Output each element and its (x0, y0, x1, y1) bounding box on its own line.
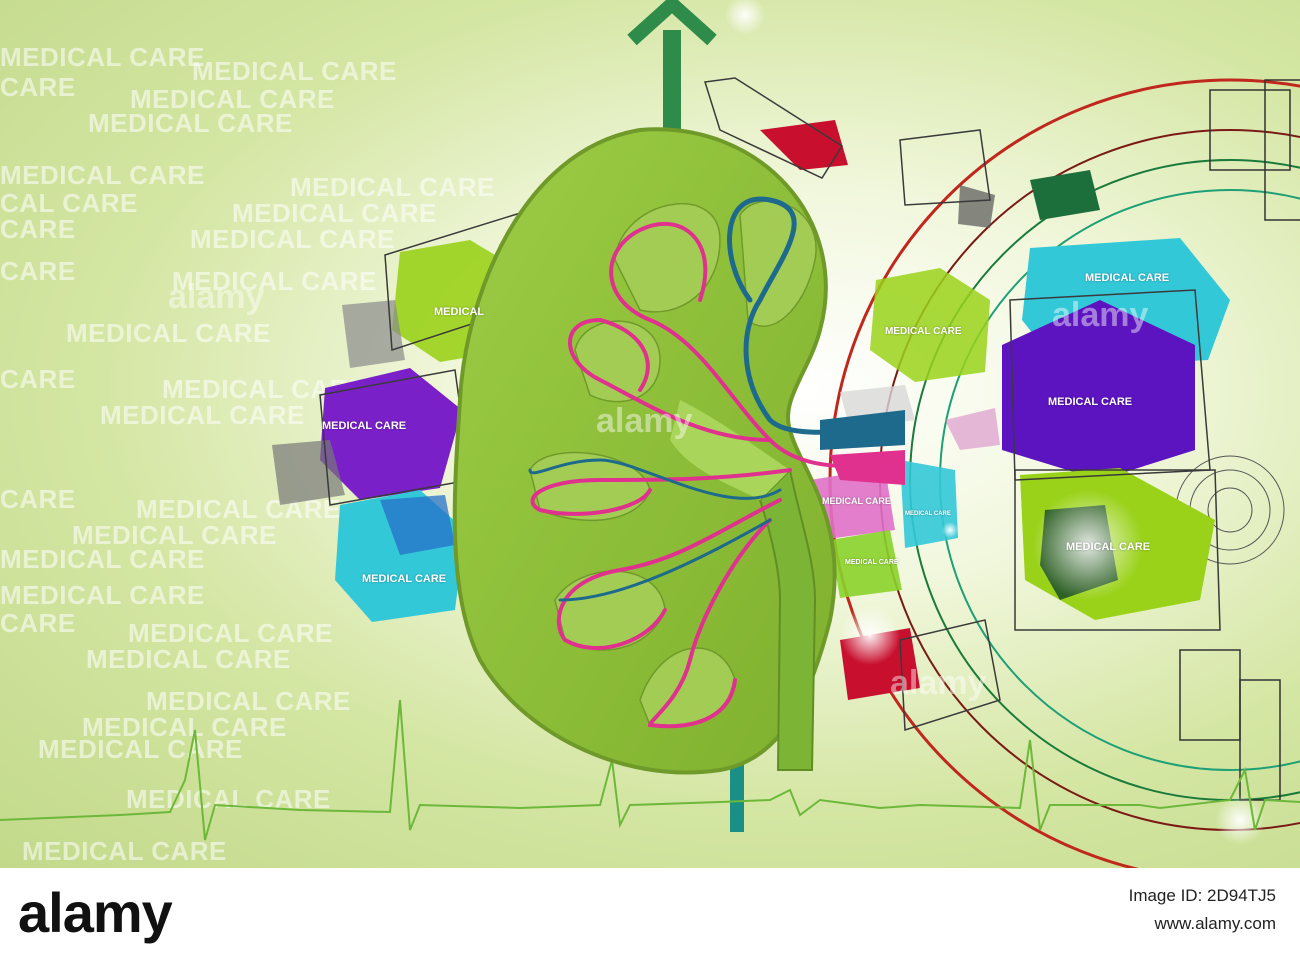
hex-label: MEDICAL CARE (322, 420, 407, 432)
background-word: MEDICAL CARE (190, 224, 395, 254)
background-word: MEDICAL CARE (290, 172, 495, 202)
background-word: CARE (0, 214, 76, 244)
background-word: MEDICAL CARE (0, 544, 205, 574)
watermark: alamy (1052, 296, 1149, 334)
background-word: MEDICAL CARE (72, 520, 277, 550)
background-word: CARE (0, 256, 76, 286)
hex-label: MEDICAL CARE (885, 326, 962, 337)
illustration-graphics (0, 0, 1300, 868)
illustration-canvas: MEDICAL CARE MEDICAL CARE MEDICAL CARE C… (0, 0, 1300, 868)
watermark: alamy (596, 402, 693, 440)
background-word: MEDICAL CARE (88, 108, 293, 138)
background-word: MEDICAL CARE (100, 400, 305, 430)
stock-footer: alamy Image ID: 2D94TJ5 www.alamy.com (0, 868, 1300, 956)
background-word: MEDICAL CARE (66, 318, 271, 348)
watermark: alamy (890, 664, 987, 702)
hex-label: MEDICAL CARE (905, 511, 951, 517)
background-word: CAL CARE (0, 188, 138, 218)
background-word: MEDICAL CARE (0, 580, 205, 610)
background-word: MEDICAL CARE (86, 644, 291, 674)
hex-label: MEDICAL CARE (845, 559, 899, 566)
hex-label: MEDICAL CARE (1085, 272, 1170, 284)
up-arrow-icon (627, 0, 744, 832)
background-word: CARE (0, 484, 76, 514)
hex-label: MEDICAL CARE (1048, 396, 1133, 408)
hex-label: MEDICAL CARE (822, 496, 891, 506)
background-word: CARE (0, 608, 76, 638)
background-word: MEDICAL CARE (128, 618, 333, 648)
background-word: MEDICAL CARE (38, 734, 243, 764)
background-word: MEDICAL CARE (0, 160, 205, 190)
background-word: MEDICAL CARE (192, 56, 397, 86)
background-word: MEDICAL CARE (0, 42, 205, 72)
heartbeat-line (0, 699, 1300, 841)
background-word: MEDICAL CARE (232, 198, 437, 228)
background-word: MEDICAL CARE (22, 836, 227, 866)
background-word: MEDICAL CARE (130, 84, 335, 114)
kidney-illustration (452, 127, 905, 775)
site-url[interactable]: www.alamy.com (1154, 914, 1276, 933)
hex-label: MEDICAL CARE (1066, 541, 1151, 553)
background-word: MEDICAL CARE (82, 712, 287, 742)
brand-logo[interactable]: alamy (18, 881, 173, 944)
background-word: MEDICAL CARE (146, 686, 351, 716)
image-info: Image ID: 2D94TJ5 www.alamy.com (1129, 882, 1276, 938)
outline-shapes (319, 77, 1221, 732)
background-word: CARE (0, 364, 76, 394)
hex-label: MEDICAL CARE (362, 573, 447, 585)
hex-label: MEDICAL (434, 306, 485, 318)
background-word: CARE (0, 72, 76, 102)
watermark: alamy (168, 278, 265, 316)
image-id: Image ID: 2D94TJ5 (1128, 886, 1276, 905)
background-word: MEDICAL CARE (172, 266, 377, 296)
